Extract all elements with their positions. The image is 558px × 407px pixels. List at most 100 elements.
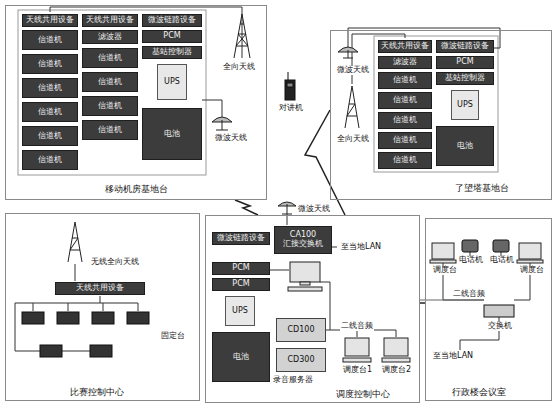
- phone-icon: [462, 240, 509, 252]
- device-box: 微波链路设备: [142, 14, 202, 27]
- callout-label: 电话机: [458, 256, 484, 265]
- site-panel: 移动机房基地台天线共用设备信道机信道机信道机信道机信道机信道机天线共用设备滤波器…: [5, 5, 267, 200]
- callout-label: 微波天线: [297, 205, 331, 214]
- fixed-radio: [127, 312, 149, 324]
- device-box: UPS: [157, 64, 187, 100]
- device-label: 天线共用设备: [86, 16, 134, 25]
- callout-label: 全向天线: [222, 63, 256, 72]
- device-box: 信道机: [378, 152, 432, 169]
- device-label: 微波链路设备: [148, 16, 196, 25]
- antenna-wire: [332, 247, 337, 248]
- rack-frame: [374, 36, 498, 172]
- device-label: 信道机: [393, 116, 417, 125]
- device-label: 电池: [457, 142, 473, 151]
- device-box: CD100: [276, 318, 326, 342]
- callout-label: 对讲机: [278, 104, 304, 113]
- callout-label: 电话机: [489, 256, 515, 265]
- computer-icon: [343, 358, 371, 362]
- callout-label: 微波天线: [336, 66, 370, 75]
- antenna-wire: [15, 7, 530, 351]
- site-panel: 了望塔基地台天线共用设备滤波器信道机信道机信道机信道机信道机微波链路设备PCM基…: [330, 30, 552, 200]
- device-box: 信道机: [82, 72, 138, 92]
- device-label: 滤波器: [393, 58, 417, 67]
- device-label: 信道机: [38, 108, 62, 117]
- device-label: 电池: [164, 130, 180, 139]
- callout-label: 至当地LAN: [432, 352, 474, 361]
- device-label: 基站控制器: [152, 48, 192, 57]
- device-label: 信道机: [98, 102, 122, 111]
- device-box: 信道机: [378, 112, 432, 129]
- device-label: 信道机: [393, 136, 417, 145]
- device-box: 微波链路设备: [212, 232, 270, 245]
- device-box: 基站控制器: [142, 46, 202, 59]
- device-label: CA100: [290, 231, 316, 240]
- rack-frame: [18, 10, 498, 175]
- callout-label: 无线全向天线: [90, 258, 140, 267]
- tower-symbol: [345, 86, 359, 128]
- device-label: PCM: [232, 280, 249, 289]
- device-label: UPS: [232, 307, 248, 316]
- device-label: 信道机: [393, 156, 417, 165]
- device-box: 信道机: [22, 126, 78, 146]
- device-label: 电池: [233, 353, 249, 362]
- computer-icon: [345, 338, 369, 356]
- callout-label: 微波天线: [214, 134, 248, 143]
- device-label: 信道机: [38, 156, 62, 165]
- link-connector: [235, 200, 258, 215]
- device-box: 信道机: [82, 96, 138, 116]
- site-heading: 比赛控制中心: [70, 388, 124, 398]
- device-box: 信道机: [378, 92, 432, 109]
- device-box: 信道机: [82, 120, 138, 140]
- computer-icon: [382, 358, 410, 362]
- device-box: 基站控制器: [436, 72, 494, 85]
- device-box: PCM: [142, 30, 202, 43]
- device-box: CD300: [276, 348, 326, 372]
- device-box: 电池: [142, 108, 202, 160]
- callout-label: 调度台2: [381, 366, 412, 375]
- callout-label: 交换机: [487, 322, 513, 331]
- fixed-radio: [92, 312, 114, 324]
- computer-icon: [288, 287, 322, 291]
- callout-label: 至当地LAN: [340, 243, 382, 252]
- site-heading: 了望塔基地台: [455, 184, 509, 194]
- rack-frame: [18, 10, 206, 175]
- device-label: 天线共用设备: [76, 284, 124, 293]
- tower-symbol: [68, 14, 359, 262]
- device-label: 滤波器: [98, 33, 122, 42]
- device-label: UPS: [164, 78, 180, 87]
- device-label: 信道机: [38, 84, 62, 93]
- computer-icon: [290, 262, 320, 282]
- computer-icon: [519, 243, 541, 259]
- device-box: UPS: [225, 296, 255, 326]
- site-heading: 移动机房基地台: [105, 185, 168, 195]
- device-label: 信道机: [393, 96, 417, 105]
- handheld-radio: [288, 72, 289, 80]
- antenna-wire: [420, 300, 484, 301]
- device-box: 天线共用设备: [55, 282, 145, 295]
- phone-icon: [493, 240, 509, 252]
- device-label: 天线共用设备: [26, 16, 74, 25]
- callout-label: 二线音频: [340, 322, 374, 331]
- callout-label: 固定台: [160, 332, 186, 341]
- device-label: 微波链路设备: [217, 234, 265, 243]
- device-box: 滤波器: [378, 56, 432, 69]
- computer-icon: [384, 338, 408, 356]
- antenna-wire: [202, 100, 222, 118]
- callout-label: 调度台: [519, 266, 545, 275]
- device-label: PCM: [232, 264, 249, 273]
- fixed-radio: [40, 345, 62, 357]
- site-heading: 调度控制中心: [336, 390, 390, 400]
- device-box: 微波链路设备: [436, 40, 494, 53]
- tower-symbol: [68, 222, 82, 262]
- device-label: 信道机: [38, 60, 62, 69]
- fixed-radio: [90, 345, 112, 357]
- computer-icon: [288, 243, 543, 362]
- device-label: PCM: [163, 32, 180, 41]
- device-label: 信道机: [98, 54, 122, 63]
- callout-label: 调度台: [432, 266, 458, 275]
- device-box: PCM: [212, 262, 270, 275]
- device-box: CA100汇接交换机: [274, 226, 332, 254]
- device-label: CD300: [287, 356, 314, 365]
- device-label: 信道机: [393, 76, 417, 85]
- device-box: 信道机: [22, 54, 78, 74]
